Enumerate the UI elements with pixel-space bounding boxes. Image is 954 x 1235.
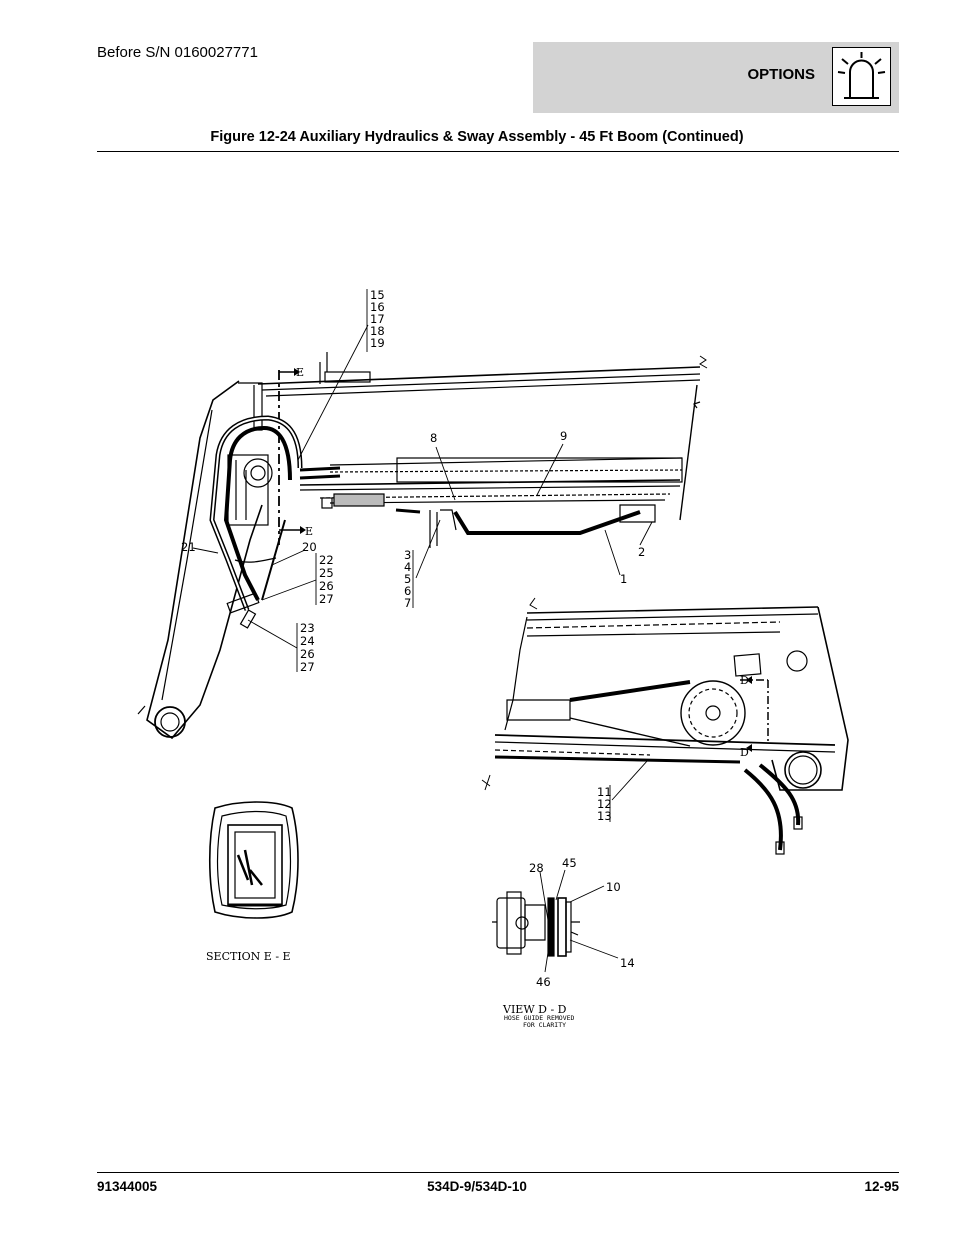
callout-11: 11 [597, 785, 612, 799]
callout-28: 28 [529, 861, 544, 875]
serial-number-note: Before S/N 0160027771 [97, 44, 258, 61]
callout-15: 15 [370, 288, 385, 302]
callout-27b: 27 [300, 660, 315, 674]
footer-divider [97, 1172, 899, 1173]
section-tab: OPTIONS [533, 42, 899, 113]
section-marker-e-bottom: E [305, 525, 313, 538]
section-ee-label: SECTION E - E [206, 950, 291, 963]
callout-21: 21 [181, 540, 196, 554]
callout-25: 25 [319, 566, 334, 580]
callout-26a: 26 [319, 579, 334, 593]
callout-4: 4 [404, 560, 411, 574]
callout-45: 45 [562, 856, 577, 870]
callout-23: 23 [300, 621, 315, 635]
callout-3: 3 [404, 548, 411, 562]
section-marker-e-top: E [296, 366, 304, 379]
callout-26b: 26 [300, 647, 315, 661]
callout-24: 24 [300, 634, 315, 648]
view-dd-label: VIEW D - D [502, 1003, 567, 1016]
callout-22: 22 [319, 553, 334, 567]
figure-title: Figure 12-24 Auxiliary Hydraulics & Sway… [210, 129, 744, 145]
page-number: 12-95 [864, 1179, 899, 1194]
callout-19: 19 [370, 336, 385, 350]
callout-46: 46 [536, 975, 551, 989]
options-beacon-icon [832, 47, 891, 106]
model-number: 534D-9/534D-10 [427, 1179, 527, 1194]
callout-27a: 27 [319, 592, 334, 606]
callout-8: 8 [430, 431, 437, 445]
callout-16: 16 [370, 300, 385, 314]
callout-14: 14 [620, 956, 635, 970]
callout-18: 18 [370, 324, 385, 338]
callout-9: 9 [560, 429, 567, 443]
callout-20: 20 [302, 540, 317, 554]
callout-10: 10 [606, 880, 621, 894]
callout-5: 5 [404, 572, 411, 586]
callout-17: 17 [370, 312, 385, 326]
view-dd-note-line2: FOR CLARITY [523, 1021, 566, 1029]
section-label: OPTIONS [747, 66, 815, 83]
callout-12: 12 [597, 797, 612, 811]
callout-1: 1 [620, 572, 627, 586]
doc-number: 91344005 [97, 1179, 158, 1194]
callout-6: 6 [404, 584, 411, 598]
view-dd-note-line1: HOSE GUIDE REMOVED [504, 1014, 575, 1022]
view-marker-d-bottom: D [740, 746, 749, 759]
view-marker-d-top: D [740, 674, 749, 687]
header-divider [97, 151, 899, 152]
callout-13: 13 [597, 809, 612, 823]
callout-2: 2 [638, 545, 645, 559]
callout-7: 7 [404, 596, 411, 610]
